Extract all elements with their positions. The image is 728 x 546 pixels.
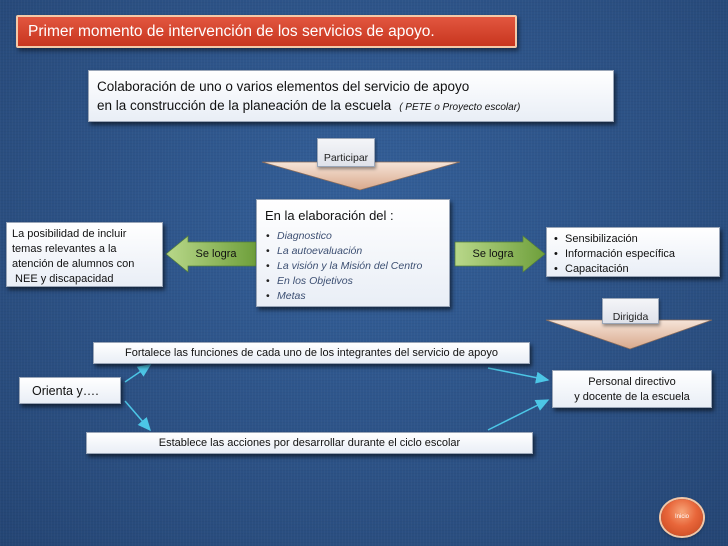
orienta-box: Orienta y…. [19,377,121,404]
personal-box: Personal directivo y docente de la escue… [552,370,712,408]
inicio-button[interactable]: Inicio [661,499,703,536]
outcomes-box: Sensibilización Información específica C… [546,227,720,277]
elaboration-list: Diagnostico La autoevaluación La visión … [265,229,441,304]
orienta-to-fortalece-arrow [124,364,152,383]
fortalece-box: Fortalece las funciones de cada uno de l… [93,342,530,364]
right-green-arrow [454,235,546,273]
list-item: La autoevaluación [266,244,441,259]
se-logra-right-label: Se logra [472,248,514,260]
inclusion-line: La posibilidad de incluir [12,228,127,240]
list-item: En los Objetivos [266,274,441,289]
collaboration-line-2-text: en la construcción de la planeación de l… [97,98,392,113]
collaboration-note: ( PETE o Proyecto escolar) [399,102,521,113]
outcomes-list: Sensibilización Información específica C… [553,232,713,277]
elaboration-heading: En la elaboración del : [265,208,394,223]
list-item: Información específica [554,247,713,262]
se-logra-left-label: Se logra [195,248,237,260]
list-item: La visión y la Misión del Centro [266,259,441,274]
inclusion-box: La posibilidad de incluir temas relevant… [6,222,163,287]
list-item: Diagnostico [266,229,441,244]
establece-to-personal-arrow [487,399,550,431]
list-item: Metas [266,289,441,304]
personal-line-1: Personal directivo [588,376,676,388]
establece-box: Establece las acciones por desarrollar d… [86,432,533,454]
orienta-to-establece-arrow [124,400,151,432]
collaboration-box: Colaboración de uno o varios elementos d… [88,70,614,122]
dirigida-label: Dirigida [602,298,659,324]
inclusion-line: temas relevantes a la [12,243,117,255]
personal-line-2: y docente de la escuela [574,391,690,403]
fortalece-to-personal-arrow [487,367,550,384]
collaboration-line-2: en la construcción de la planeación de l… [97,96,605,117]
slide-title: Primer momento de intervención de los se… [16,15,517,48]
inclusion-line: NEE y discapacidad [12,273,114,285]
participar-label: Participar [317,138,375,167]
inclusion-line: atención de alumnos con [12,258,135,270]
list-item: Capacitación [554,262,713,277]
list-item: Sensibilización [554,232,713,247]
collaboration-line-1: Colaboración de uno o varios elementos d… [97,79,470,94]
elaboration-box: En la elaboración del : Diagnostico La a… [256,199,450,307]
